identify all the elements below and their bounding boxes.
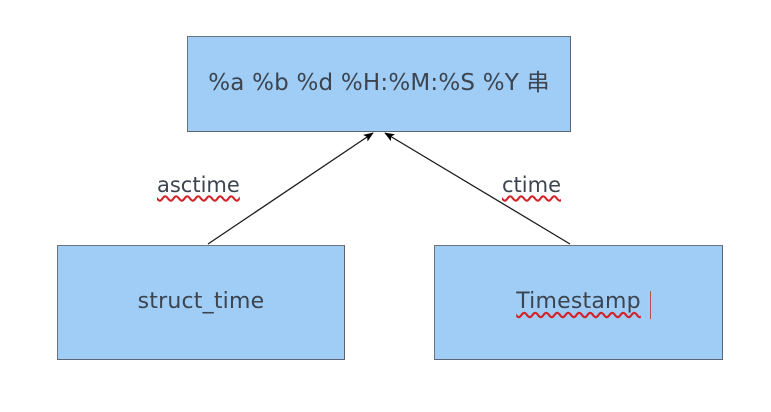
node-struct-time-label: struct_time — [137, 289, 265, 315]
node-format-string-label: %a %b %d %H:%M:%S %Y 串 — [208, 70, 550, 97]
node-struct-time[interactable]: struct_time — [57, 245, 345, 360]
node-timestamp[interactable]: Timestamp — [434, 245, 723, 360]
edge-label-asctime[interactable]: asctime — [157, 173, 240, 197]
node-timestamp-label: Timestamp — [516, 289, 641, 315]
node-format-string[interactable]: %a %b %d %H:%M:%S %Y 串 — [187, 36, 571, 132]
edge-label-ctime[interactable]: ctime — [502, 173, 561, 197]
text-caret — [650, 291, 651, 319]
